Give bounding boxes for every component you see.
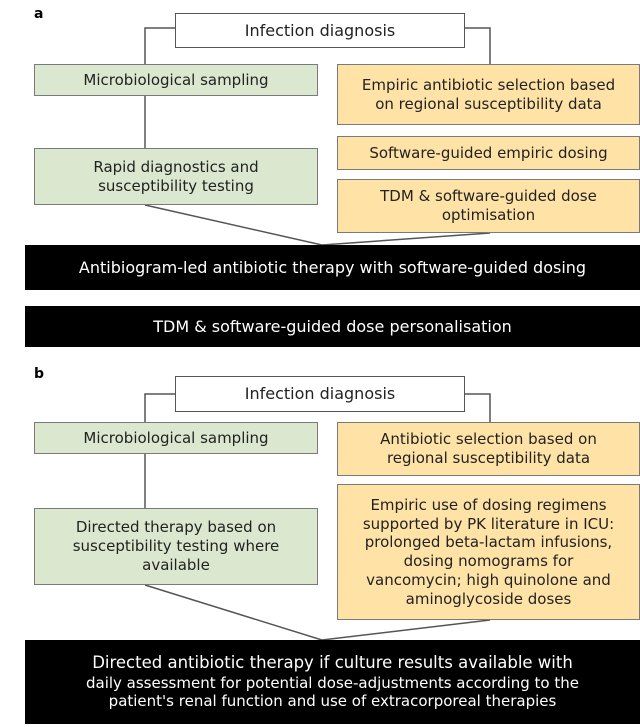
directed-susceptibility-box-b: Directed therapy based on susceptibility… xyxy=(34,508,318,585)
panel-label-a: a xyxy=(34,6,44,22)
connector-a-left xyxy=(144,27,175,64)
empiric-selection-box-a: Empiric antibiotic selection based on re… xyxy=(337,64,640,125)
connector-b-right xyxy=(465,393,491,422)
antibiotic-selection-box-b: Antibiotic selection based on regional s… xyxy=(337,422,640,476)
empiric-regimens-box-b: Empiric use of dosing regimens supported… xyxy=(337,484,640,620)
tdm-optimisation-box-a: TDM & software-guided dose optimisation xyxy=(337,179,640,233)
connector-b-converge-left xyxy=(144,584,323,641)
directed-therapy-title: Directed antibiotic therapy if culture r… xyxy=(92,652,573,672)
connector-a-converge-right xyxy=(321,232,491,246)
directed-therapy-box-b: Directed antibiotic therapy if culture r… xyxy=(25,640,640,724)
infection-diagnosis-box-b: Infection diagnosis xyxy=(175,376,465,412)
dose-personalisation-box-a: TDM & software-guided dose personalisati… xyxy=(25,306,640,347)
panel-label-b: b xyxy=(34,366,45,382)
empiric-dosing-box-a: Software-guided empiric dosing xyxy=(337,136,640,170)
connector-b-left xyxy=(144,393,175,422)
microbiological-sampling-box-a: Microbiological sampling xyxy=(34,64,318,96)
infection-diagnosis-box-a: Infection diagnosis xyxy=(175,13,465,48)
rapid-diagnostics-box-a: Rapid diagnostics and susceptibility tes… xyxy=(34,148,318,205)
antibiogram-therapy-box-a: Antibiogram-led antibiotic therapy with … xyxy=(25,245,640,290)
microbiological-sampling-box-b: Microbiological sampling xyxy=(34,422,318,454)
connector-a-right xyxy=(465,27,491,64)
directed-therapy-detail: daily assessment for potential dose-adju… xyxy=(85,673,579,711)
connector-b-converge-right xyxy=(321,619,491,641)
connector-a-converge-left xyxy=(144,204,323,246)
